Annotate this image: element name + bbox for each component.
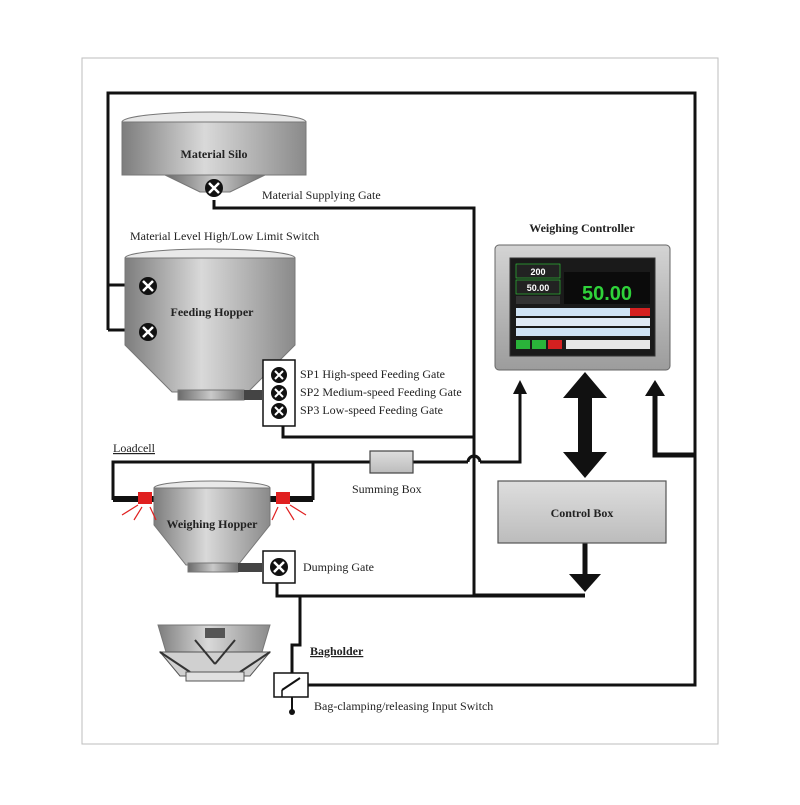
summing-box bbox=[369, 450, 414, 474]
wire-hop bbox=[466, 454, 482, 463]
sp3-gate-icon bbox=[271, 403, 287, 419]
wire-loadcell bbox=[111, 460, 370, 500]
feeding-hopper: Feeding Hopper bbox=[124, 248, 296, 401]
supplying-gate-valve-icon bbox=[205, 179, 223, 197]
feeding-gate-block bbox=[262, 359, 296, 427]
arrow-up-summing bbox=[513, 380, 527, 394]
summing-box-label: Summing Box bbox=[352, 482, 422, 496]
wire-summing-to-controller bbox=[480, 392, 522, 464]
sp2-label: SP2 Medium-speed Feeding Gate bbox=[300, 385, 462, 399]
wiring bbox=[106, 91, 697, 687]
bagholder-label: Bagholder bbox=[310, 644, 364, 658]
wire-bagholder bbox=[290, 596, 302, 675]
weighing-hopper: Weighing Hopper bbox=[113, 480, 313, 573]
weighing-controller-label: Weighing Controller bbox=[529, 221, 635, 235]
loadcell-label: Loadcell bbox=[113, 441, 156, 455]
sp2-gate-icon bbox=[271, 385, 287, 401]
wire-controller-feedback bbox=[652, 392, 695, 458]
material-supplying-gate-label: Material Supplying Gate bbox=[262, 188, 381, 202]
wire-supplying-gate bbox=[212, 200, 476, 595]
bag-switch-icon bbox=[273, 672, 309, 715]
controller-main-reading: 50.00 bbox=[582, 283, 632, 305]
document-frame bbox=[81, 57, 719, 745]
arrows bbox=[513, 372, 665, 592]
bagholder bbox=[157, 624, 272, 682]
dumping-gate-label: Dumping Gate bbox=[303, 560, 374, 574]
arrow-down-dump bbox=[569, 574, 601, 592]
material-silo-label: Material Silo bbox=[181, 147, 248, 161]
weighing-controller: 50.00 200 50.00 bbox=[494, 244, 671, 371]
level-switch-label: Material Level High/Low Limit Switch bbox=[130, 229, 319, 243]
feeding-hopper-label: Feeding Hopper bbox=[171, 305, 255, 319]
wire-level-switch-loop bbox=[106, 91, 697, 687]
control-box: Control Box bbox=[497, 480, 667, 544]
level-switch-high-icon bbox=[139, 277, 157, 295]
sp1-label: SP1 High-speed Feeding Gate bbox=[300, 367, 445, 381]
controller-small-reading-mid: 50.00 bbox=[527, 283, 550, 293]
loadcell-left-icon bbox=[121, 492, 157, 521]
bag-switch-label: Bag-clamping/releasing Input Switch bbox=[314, 699, 493, 713]
sp3-label: SP3 Low-speed Feeding Gate bbox=[300, 403, 443, 417]
dumping-gate-block bbox=[262, 550, 296, 584]
weighing-hopper-label: Weighing Hopper bbox=[166, 517, 258, 531]
double-arrow-top bbox=[563, 372, 607, 398]
controller-small-reading-top: 200 bbox=[530, 267, 545, 277]
sp1-gate-icon bbox=[271, 367, 287, 383]
arrow-up-feedback bbox=[645, 380, 665, 396]
level-switch-low-icon bbox=[139, 323, 157, 341]
wire-feeding-gates bbox=[281, 425, 474, 439]
control-box-label: Control Box bbox=[551, 506, 614, 520]
double-arrow-bottom bbox=[563, 452, 607, 478]
double-arrow-shaft bbox=[578, 392, 592, 464]
loadcell-right-icon bbox=[271, 492, 307, 521]
